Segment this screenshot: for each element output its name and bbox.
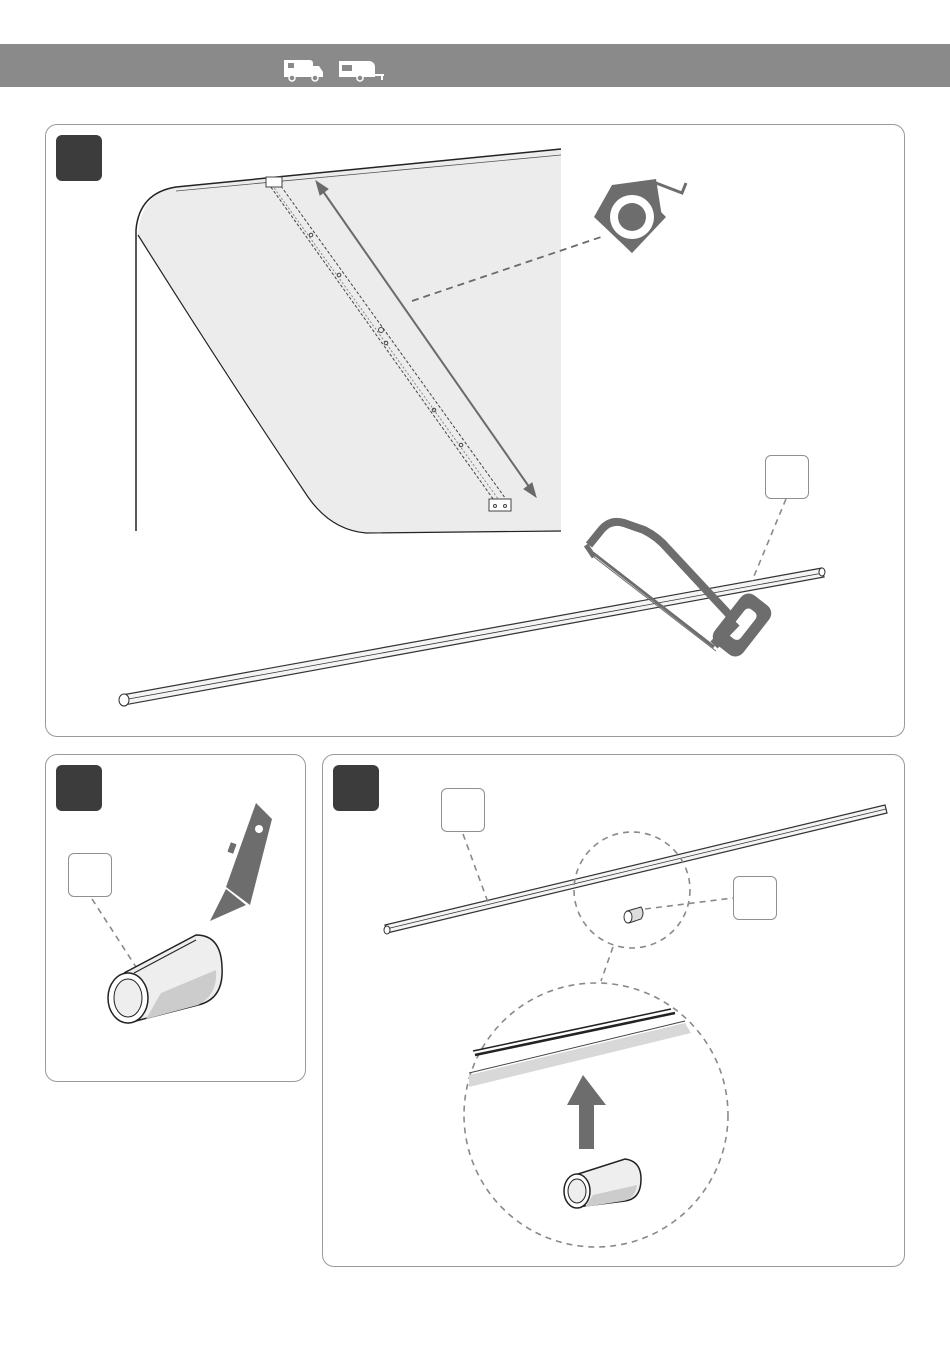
step-3-panel xyxy=(322,754,905,1267)
step-1-callout-line xyxy=(752,499,786,581)
step-1-illustration xyxy=(46,125,906,738)
header-band xyxy=(0,44,950,87)
tape-measure-icon xyxy=(594,179,686,253)
vehicle-roof xyxy=(136,149,561,535)
connector-tube xyxy=(108,935,222,1023)
connector-tube xyxy=(564,1159,641,1208)
step-2-illustration xyxy=(46,755,307,1083)
step-1-panel xyxy=(45,124,905,737)
detail-circle-large xyxy=(464,983,728,1247)
caravan-icon xyxy=(339,61,384,81)
connector-piece-small xyxy=(624,907,643,923)
motorhome-icon xyxy=(284,60,323,81)
step-2-callout-line xyxy=(92,899,136,967)
step-3-illustration xyxy=(323,755,906,1268)
arrow-up-icon xyxy=(567,1075,606,1149)
detail-circle-small xyxy=(574,832,690,948)
step-2-panel xyxy=(45,754,306,1082)
detail-connector-line xyxy=(601,947,613,981)
vehicle-type-icons xyxy=(282,56,392,82)
step-3-callout-line-rail xyxy=(463,834,489,905)
rail-detail xyxy=(469,1009,691,1087)
utility-knife-icon xyxy=(210,803,272,921)
